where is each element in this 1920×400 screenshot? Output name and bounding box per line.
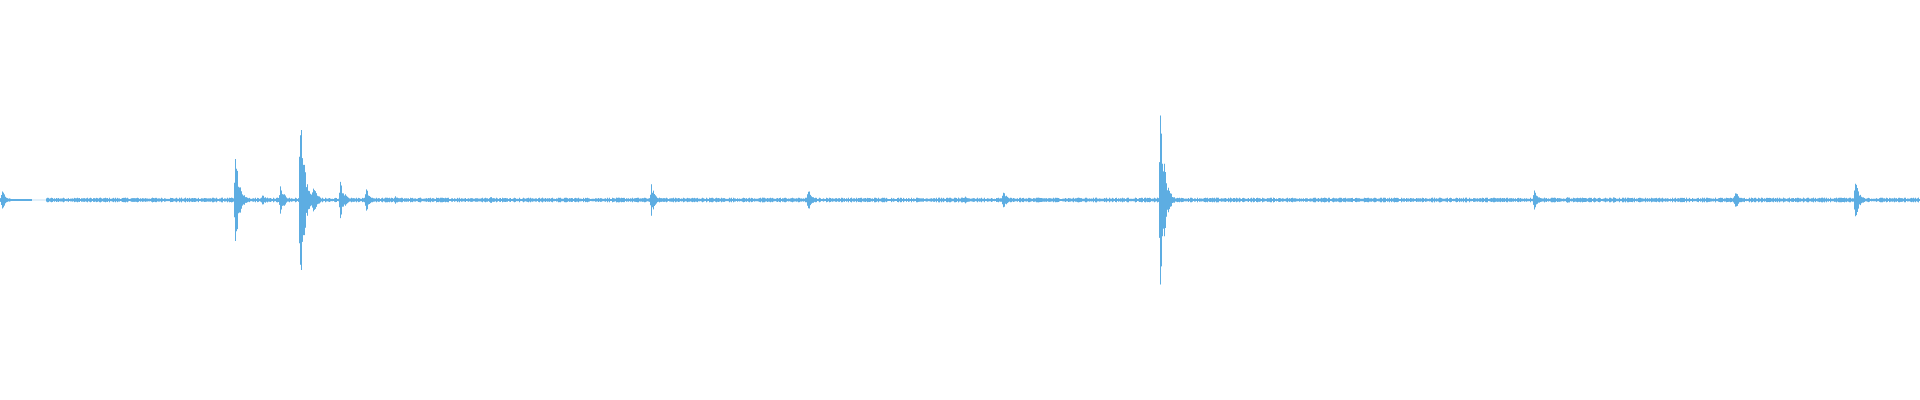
waveform-samples (0, 115, 1920, 285)
